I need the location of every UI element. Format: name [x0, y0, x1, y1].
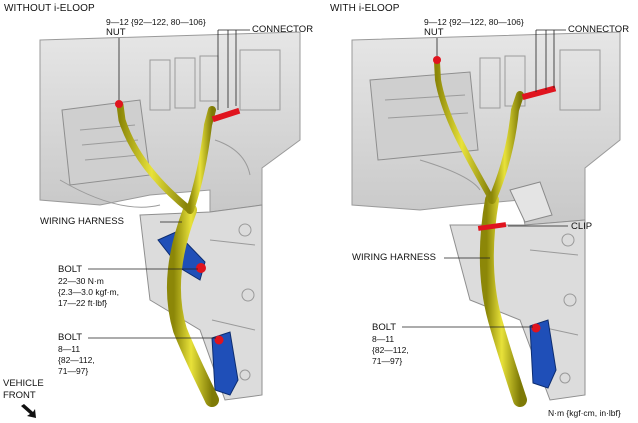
left-bolt2-torque-line1: 8—11 — [58, 344, 81, 354]
vehicle-front-line1: VEHICLE — [3, 378, 44, 389]
left-nut-label: NUT — [106, 27, 126, 38]
right-panel-heading: WITH i-ELOOP — [330, 3, 400, 14]
right-connector-label: CONNECTOR — [568, 24, 630, 35]
left-nut-marker — [115, 100, 123, 108]
left-harness-branch-b — [186, 106, 216, 214]
unit-note: N·m {kgf·cm, in·lbf} — [548, 408, 621, 418]
right-wiring-harness-label: WIRING HARNESS — [352, 252, 436, 263]
right-bolt-marker — [531, 323, 541, 333]
left-harness-branch-a — [116, 101, 194, 214]
left-bolt1-torque-line2: {2.3—3.0 kgf·m, — [58, 287, 119, 297]
vehicle-front-line2: FRONT — [3, 390, 36, 401]
left-bolt1-label: BOLT — [58, 264, 83, 275]
left-bolt2-label: BOLT — [58, 332, 83, 343]
left-bolt2-marker — [214, 335, 224, 345]
right-harness-branch-a — [434, 59, 495, 203]
left-frame-details — [209, 223, 256, 381]
left-wiring-harness-label: WIRING HARNESS — [40, 216, 124, 227]
right-panel-artwork — [351, 31, 621, 407]
left-harness-main — [166, 203, 219, 407]
left-connector-label: CONNECTOR — [252, 24, 314, 35]
leader-lines — [88, 29, 568, 339]
left-panel-artwork — [39, 31, 301, 407]
right-engine-details — [384, 49, 601, 191]
left-nut-torque: 9—12 {92—122, 80—106} — [106, 17, 206, 27]
right-clip-marker — [477, 222, 507, 231]
right-bolt-torque-line2: {82—112, — [372, 345, 409, 355]
left-bolt1-torque-line3: 17—22 ft·lbf} — [58, 298, 108, 308]
left-panel-heading: WITHOUT i-ELOOP — [4, 3, 95, 14]
right-harness-branch-b — [488, 91, 524, 204]
left-bolt1-torque-line1: 22—30 N·m — [58, 276, 104, 286]
right-harness-main — [479, 193, 527, 407]
right-nut-label: NUT — [424, 27, 444, 38]
right-clip-part — [509, 181, 553, 223]
right-blue-bracket — [529, 319, 557, 389]
left-connector-marker — [211, 107, 241, 123]
left-bolt2-torque-line3: 71—97} — [58, 366, 89, 376]
right-clip-label: CLIP — [571, 221, 593, 232]
vehicle-front-arrow-icon — [21, 404, 36, 418]
right-nut-torque: 9—12 {92—122, 80—106} — [424, 17, 524, 27]
left-blue-bracket-lower — [211, 331, 239, 396]
right-nut-marker — [433, 56, 441, 64]
right-bolt-label: BOLT — [372, 322, 397, 333]
left-bolt2-torque-line2: {82—112, — [58, 355, 95, 365]
right-bolt-torque-line1: 8—11 — [372, 334, 395, 344]
left-bolt1-marker — [196, 263, 206, 273]
right-connector-marker — [521, 85, 557, 101]
right-bolt-torque-line3: 71—97} — [372, 356, 403, 366]
